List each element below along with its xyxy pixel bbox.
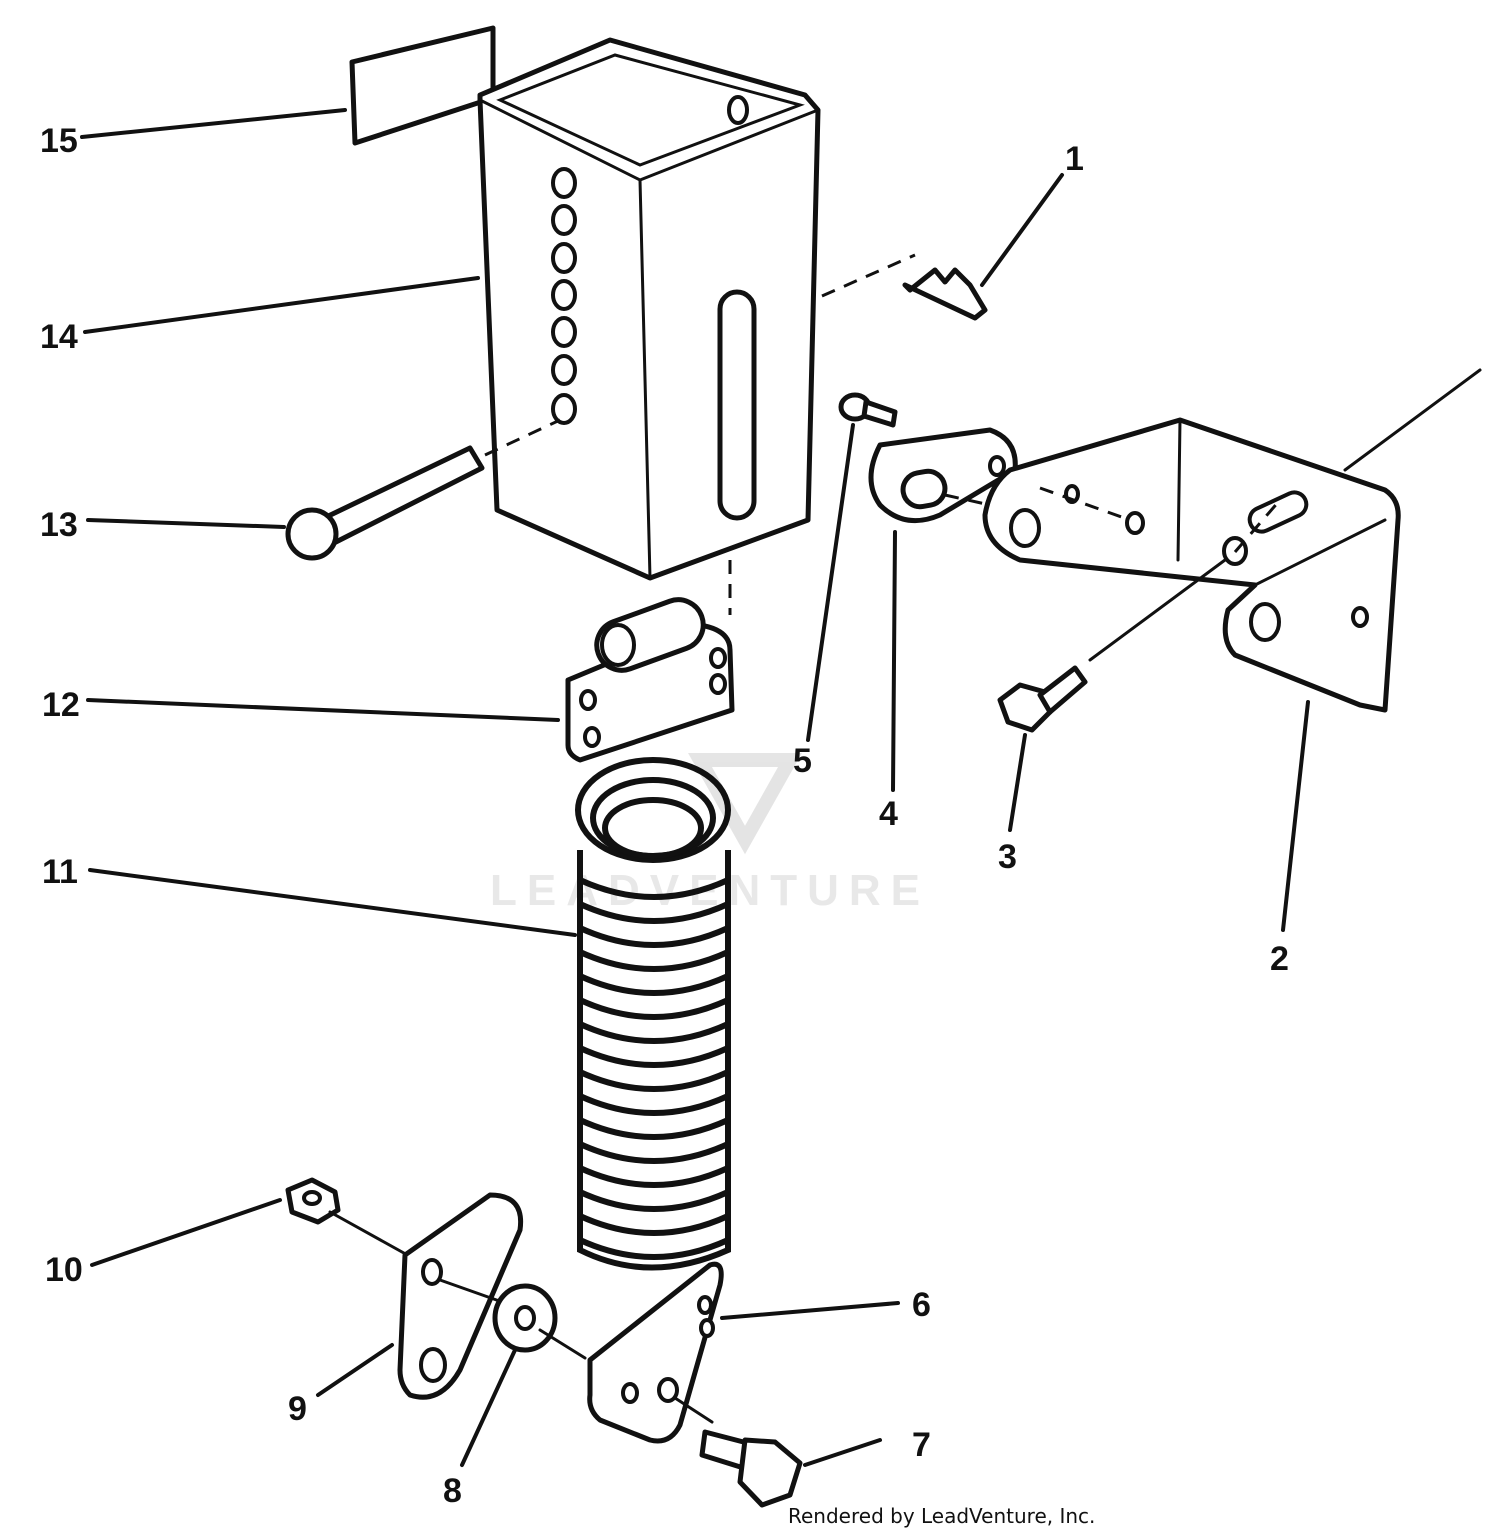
- leader-8: [460, 1348, 517, 1467]
- tube-hole-column: [551, 167, 577, 425]
- leader-15: [80, 108, 347, 139]
- part-11-spring: [575, 757, 731, 1271]
- leader-11: [88, 868, 577, 937]
- leader-4: [891, 530, 897, 792]
- spring-coil-ring: [578, 1045, 730, 1068]
- part-14-tube: [477, 37, 821, 581]
- part-4-plate: [868, 427, 1018, 524]
- leader-3: [1008, 733, 1027, 832]
- leader-7: [803, 1438, 882, 1467]
- part-8-washer: [492, 1283, 587, 1360]
- leader-14: [83, 276, 480, 334]
- spring-coil-ring: [578, 1141, 730, 1164]
- callout-15: 15: [40, 122, 78, 160]
- spring-coil-ring: [578, 1165, 730, 1188]
- part-1-hair-pin: [821, 253, 988, 321]
- spring-coil-ring: [578, 1069, 730, 1092]
- spring-coils: [578, 877, 730, 1260]
- leader-9: [316, 1343, 394, 1397]
- leader-12: [86, 698, 560, 722]
- leader-10: [90, 1198, 282, 1267]
- callout-5: 5: [793, 742, 812, 780]
- callout-4: 4: [879, 795, 898, 833]
- spring-coil-ring: [578, 1213, 730, 1236]
- watermark-logo: [688, 753, 802, 855]
- spring-coil-ring: [578, 1117, 730, 1140]
- callout-8: 8: [443, 1472, 462, 1510]
- spring-coil-ring: [578, 973, 730, 996]
- leader-13: [86, 518, 286, 529]
- spring-coil-ring: [578, 877, 730, 900]
- spring-coil-ring: [578, 925, 730, 948]
- callout-13: 13: [40, 506, 78, 544]
- footer-credit: Rendered by LeadVenture, Inc.: [788, 1504, 1095, 1528]
- part-5-screw: [838, 392, 898, 428]
- callout-11: 11: [42, 853, 78, 891]
- callout-12: 12: [42, 686, 80, 724]
- callout-14: 14: [40, 318, 78, 356]
- spring-coil-ring: [578, 901, 730, 924]
- watermark-text: LEADVENTURE: [490, 866, 930, 915]
- part-13-pin: [285, 418, 561, 561]
- callout-10: 10: [45, 1251, 83, 1289]
- callout-labels: 1 2 3 4 5 6 7 8 9 10 11 12 13 14 15: [40, 122, 1289, 1510]
- part-12-hinge-bracket: [565, 560, 735, 763]
- callout-2: 2: [1270, 940, 1289, 978]
- callout-6: 6: [912, 1286, 931, 1324]
- spring-coil-ring: [578, 1189, 730, 1212]
- leader-5: [806, 423, 855, 742]
- part-2-u-bracket: [982, 368, 1482, 713]
- spring-coil-ring: [578, 1237, 730, 1260]
- leader-6: [720, 1301, 900, 1320]
- callout-9: 9: [288, 1390, 307, 1428]
- spring-coil-ring: [578, 949, 730, 972]
- callout-1: 1: [1065, 140, 1084, 178]
- leader-2: [1281, 700, 1310, 932]
- leader-1: [980, 173, 1064, 287]
- callout-3: 3: [998, 838, 1017, 876]
- leader-lines: [80, 108, 1310, 1467]
- part-7-bolt: [699, 1429, 803, 1508]
- spring-coil-ring: [578, 997, 730, 1020]
- part-9-plate: [397, 1192, 524, 1400]
- watermark: LEADVENTURE: [490, 753, 930, 915]
- part-6-bracket: [587, 1261, 724, 1444]
- callout-7: 7: [912, 1426, 931, 1464]
- part-10-nut: [285, 1177, 422, 1264]
- part-15-decal: [349, 25, 496, 146]
- spring-coil-ring: [578, 1021, 730, 1044]
- spring-coil-ring: [578, 1093, 730, 1116]
- part-3-bolt: [997, 558, 1227, 733]
